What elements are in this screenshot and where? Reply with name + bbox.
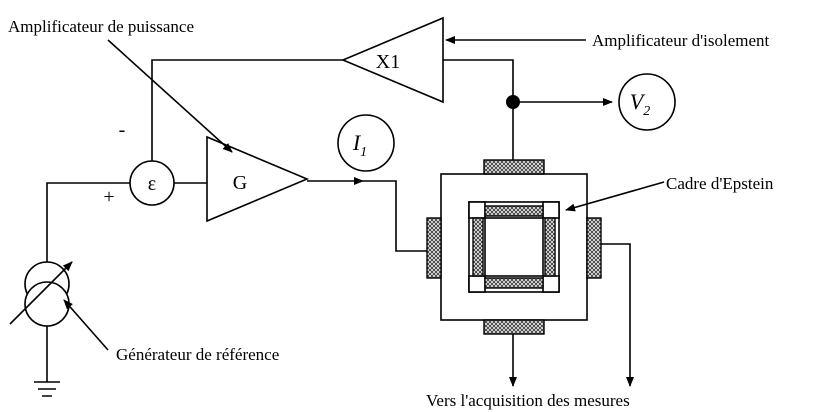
inner-strip-bottom — [484, 277, 544, 289]
power-amplifier-label: Amplificateur de puissance — [8, 17, 194, 36]
reference-generator-circle-bottom — [24, 281, 70, 327]
v2-symbol: V2 — [630, 89, 650, 119]
winding-right — [586, 217, 602, 279]
plus-sign: + — [103, 186, 114, 208]
acquisition-wire-2 — [601, 243, 634, 387]
epstein-frame-core — [484, 217, 544, 277]
winding-left — [426, 217, 442, 279]
isolation-amplifier-triangle — [340, 16, 444, 104]
inner-strip-right — [544, 217, 556, 277]
inner-strip-left — [472, 217, 484, 277]
inner-corner-bl — [468, 275, 486, 293]
power-amplifier-gain: G — [233, 172, 247, 194]
feedback-wire — [151, 59, 514, 166]
reference-generator-adjust-arrow — [9, 261, 73, 325]
isolation-amplifier-label: Amplificateur d'isolement — [592, 31, 770, 50]
inner-strip-top — [484, 205, 544, 217]
v2-meter-circle — [618, 73, 676, 131]
primary-wire — [363, 180, 427, 252]
ground-symbol — [34, 381, 60, 397]
inner-corner-br — [542, 275, 560, 293]
power-amp-pointer — [107, 39, 233, 153]
reference-input-wire — [46, 182, 130, 262]
generator-pointer — [63, 299, 109, 351]
epstein-frame-label: Cadre d'Epstein — [666, 174, 774, 193]
epstein-frame-pointer — [565, 181, 665, 212]
power-amplifier-triangle — [206, 135, 310, 223]
i1-meter-circle — [337, 114, 395, 172]
reference-generator-label: Générateur de référence — [116, 345, 279, 364]
minus-sign: - — [119, 119, 126, 141]
junction-dot — [506, 95, 520, 109]
winding-bottom — [483, 319, 545, 335]
acquisition-label: Vers l'acquisition des mesures — [426, 391, 630, 410]
winding-top — [483, 159, 545, 175]
i1-symbol: I1 — [352, 130, 367, 160]
inner-corner-tl — [468, 201, 486, 219]
comparator-symbol: ε — [148, 173, 156, 195]
inner-corner-tr — [542, 201, 560, 219]
isolation-amplifier-gain: X1 — [376, 51, 400, 73]
